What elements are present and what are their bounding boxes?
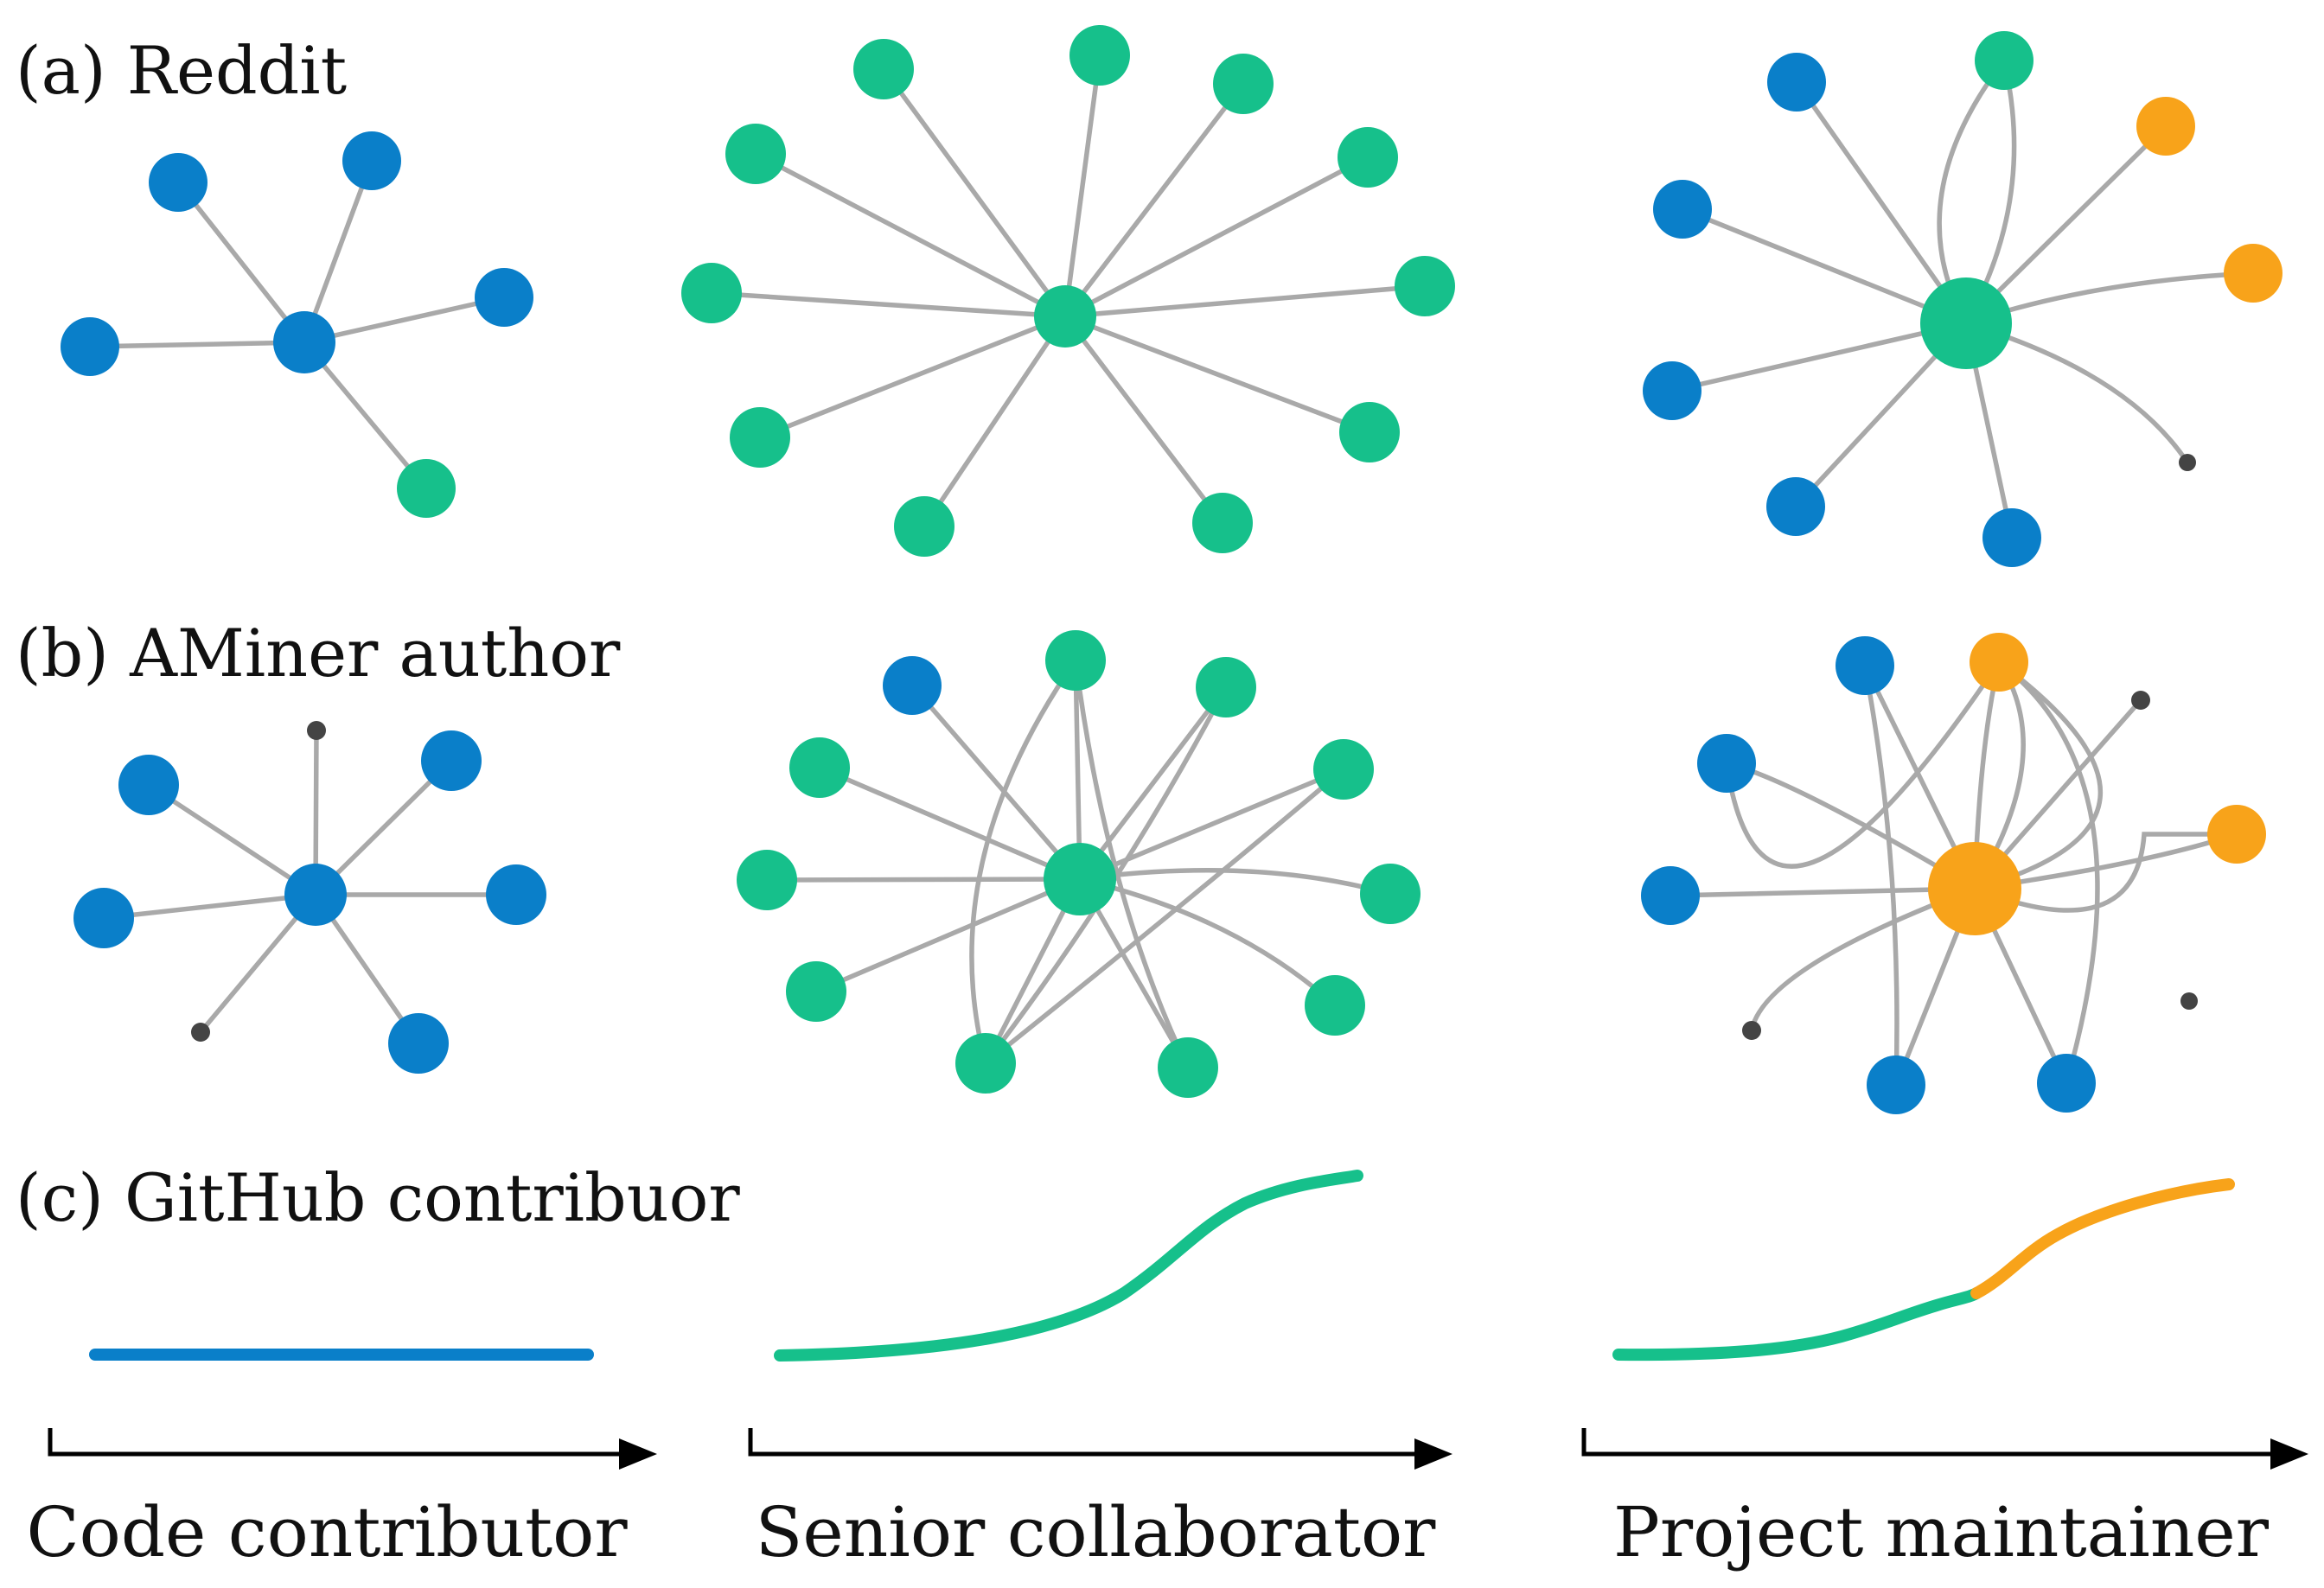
node-green	[955, 1033, 1016, 1094]
node-blue	[486, 864, 546, 925]
node-blue	[342, 131, 401, 190]
node-green	[1069, 25, 1130, 86]
node-green	[737, 850, 797, 910]
node-blue	[1653, 180, 1712, 239]
trace-senior-collaborator	[774, 1170, 1363, 1362]
network-edges	[709, 53, 1427, 529]
node-green	[1045, 630, 1106, 691]
node-orange-hub-large	[1928, 842, 2021, 935]
node-blue	[1836, 636, 1894, 695]
node-blue	[61, 317, 119, 376]
column-label-project-maintainer: Project maintainer	[1613, 1492, 2270, 1572]
row-label-reddit: (a) Reddit	[16, 32, 347, 109]
node-orange	[2136, 97, 2195, 156]
node-gray-small	[307, 721, 326, 740]
row-label-github: (c) GitHub contribuor	[16, 1159, 740, 1236]
node-gray-small	[2131, 691, 2150, 710]
node-blue	[883, 656, 942, 715]
node-blue	[73, 888, 134, 948]
node-blue	[475, 268, 533, 327]
arrow-head-icon	[2270, 1438, 2308, 1470]
node-orange	[2224, 244, 2282, 303]
aminer-senior-collaborator-network	[737, 630, 1421, 1098]
node-blue	[1766, 477, 1825, 536]
node-blue	[1982, 508, 2041, 567]
arrow-head-icon	[619, 1438, 657, 1470]
node-blue-hub	[284, 864, 347, 926]
node-green	[397, 459, 456, 518]
node-gray-small	[2179, 454, 2196, 471]
network-nodes	[1643, 31, 2282, 567]
network-nodes	[61, 131, 533, 518]
node-green	[1395, 256, 1455, 316]
node-green	[1213, 54, 1274, 114]
node-green	[681, 263, 742, 323]
reddit-senior-collaborator-network	[681, 25, 1455, 557]
node-gray-small	[1742, 1021, 1761, 1040]
node-green-hub	[1034, 285, 1096, 348]
node-green	[1313, 739, 1374, 800]
node-green	[725, 124, 786, 184]
node-green	[853, 39, 914, 99]
time-axis-senior-collaborator	[748, 1428, 1452, 1470]
network-nodes	[681, 25, 1455, 557]
aminer-code-contributor-network	[73, 721, 546, 1074]
trace-maintainer-green-segment	[1612, 1287, 1982, 1362]
network-edges	[764, 658, 1393, 1070]
node-blue	[388, 1013, 449, 1074]
time-axis-code-contributor	[48, 1428, 657, 1470]
column-label-code-contributor: Code contributor	[26, 1492, 628, 1572]
aminer-project-maintainer-network	[1641, 633, 2266, 1114]
node-green	[1338, 127, 1398, 188]
node-blue	[2037, 1054, 2096, 1113]
node-blue	[1641, 866, 1700, 925]
node-gray-small	[2180, 992, 2198, 1010]
arrow-head-icon	[1414, 1438, 1452, 1470]
node-gray-small	[191, 1023, 210, 1042]
row-label-aminer: (b) AMiner author	[16, 615, 621, 692]
node-green	[786, 961, 846, 1022]
node-blue	[1643, 361, 1702, 420]
node-blue	[149, 153, 208, 212]
github-activity-traces	[89, 1170, 2235, 1362]
node-blue	[1867, 1055, 1925, 1114]
node-green	[1158, 1037, 1218, 1098]
node-green	[730, 407, 790, 468]
time-axis-project-maintainer	[1581, 1428, 2308, 1470]
node-green	[1192, 493, 1253, 553]
node-blue	[1767, 53, 1826, 112]
node-green	[894, 496, 954, 557]
node-blue	[421, 730, 482, 791]
column-label-senior-collaborator: Senior collaborator	[756, 1492, 1437, 1572]
node-green	[1360, 864, 1421, 924]
node-blue	[1697, 734, 1756, 793]
reddit-project-maintainer-network	[1643, 31, 2282, 567]
node-orange	[1970, 633, 2028, 692]
network-nodes	[737, 630, 1421, 1098]
node-blue	[118, 755, 179, 815]
node-green-hub-large	[1920, 277, 2012, 369]
node-green-hub	[1044, 843, 1116, 915]
node-green	[789, 737, 850, 798]
node-green	[1305, 975, 1365, 1036]
network-edges	[87, 158, 507, 491]
node-orange	[2207, 805, 2266, 864]
node-green	[1975, 31, 2034, 90]
reddit-code-contributor-network	[61, 131, 533, 518]
node-green	[1196, 657, 1256, 717]
network-nodes	[1641, 633, 2266, 1114]
network-nodes	[73, 721, 546, 1074]
node-green	[1339, 402, 1400, 462]
node-blue-hub	[273, 311, 335, 373]
trace-maintainer-orange-segment	[1970, 1178, 2235, 1299]
